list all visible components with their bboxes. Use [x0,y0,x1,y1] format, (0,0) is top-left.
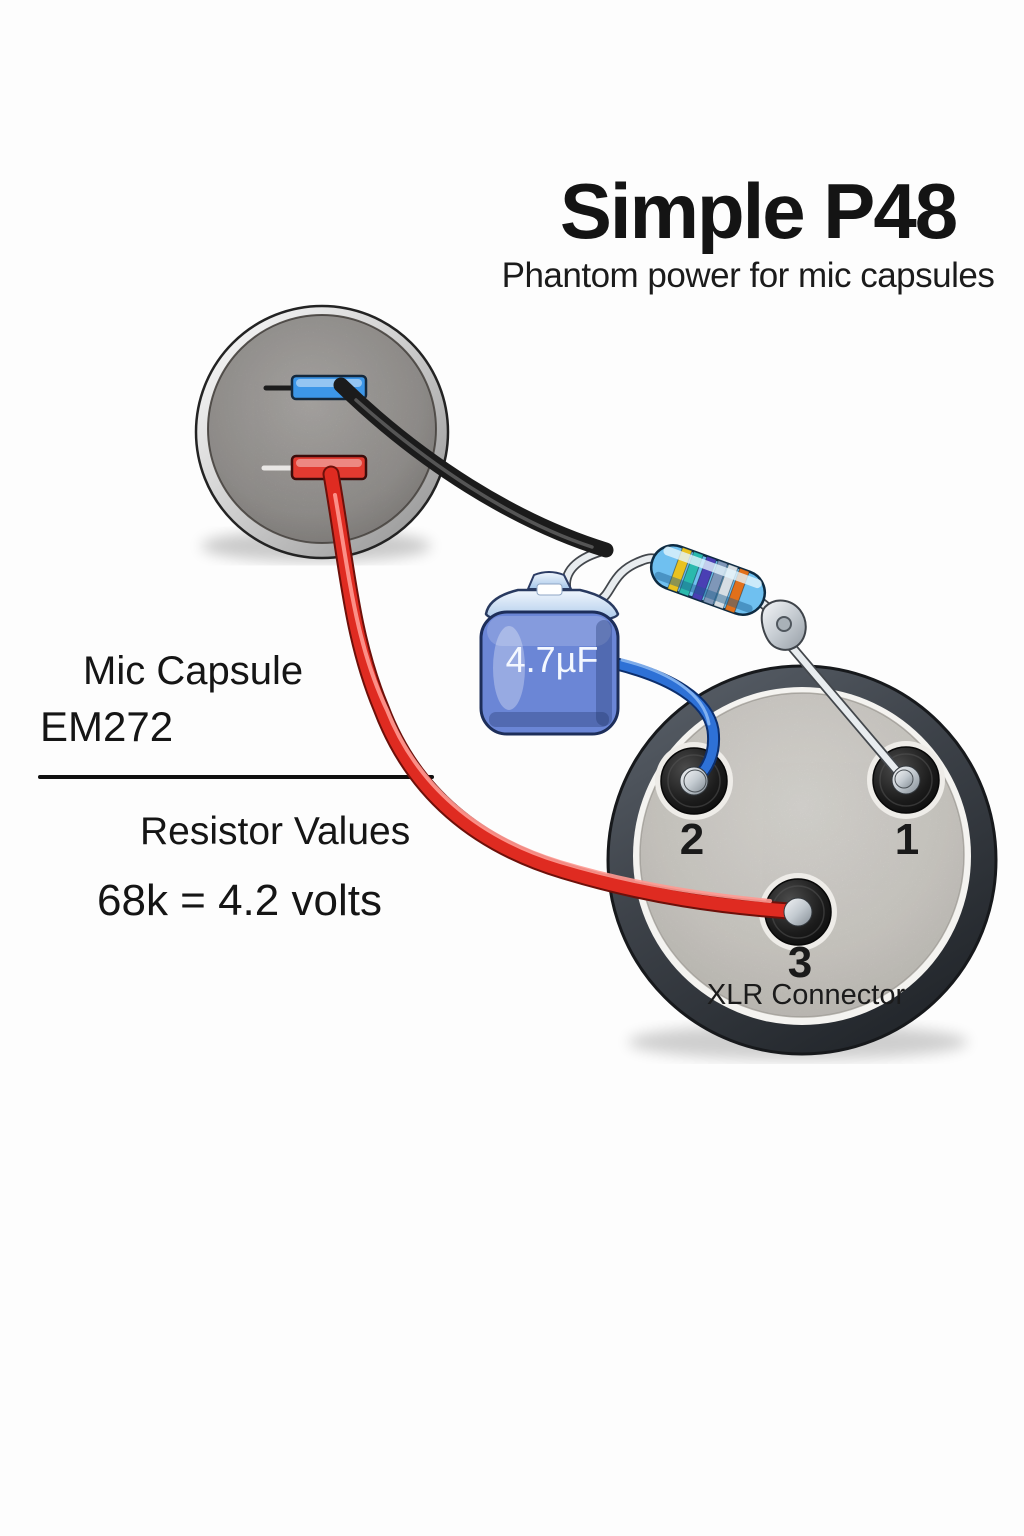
capacitor-body [479,610,620,736]
silver-wire-tip [894,769,914,789]
xlr-labels: 2 1 3 XLR Connector [680,815,919,1011]
capacitor-value-label: 4.7µF [506,639,599,680]
resistor-bands [654,546,762,614]
page-subtitle: Phantom power for mic capsules [501,256,995,295]
pin-holes [679,765,921,927]
page-title: Simple P48 [559,167,958,255]
resistor-values-heading: Resistor Values [140,810,411,853]
mic-capsule [194,304,450,560]
blue-wire [610,657,721,787]
capacitor-lid-notch [536,583,563,596]
black-wire [333,377,614,558]
resistor [649,544,767,616]
pin-1-label: 1 [895,815,919,864]
pin-2-label: 2 [680,815,704,864]
resistor-value-text: 68k = 4.2 volts [97,876,382,925]
divider-line [38,775,434,779]
xlr-connector-label: XLR Connector [707,979,906,1011]
red-wire [322,465,798,920]
pin-3-label: 3 [788,938,812,987]
mic-capsule-model: EM272 [40,703,174,750]
capacitor: 4.7µF [479,571,620,736]
crimp-lug [760,599,807,651]
mic-capsule-label: Mic Capsule [83,649,304,693]
blue-wire-tip [683,769,707,793]
